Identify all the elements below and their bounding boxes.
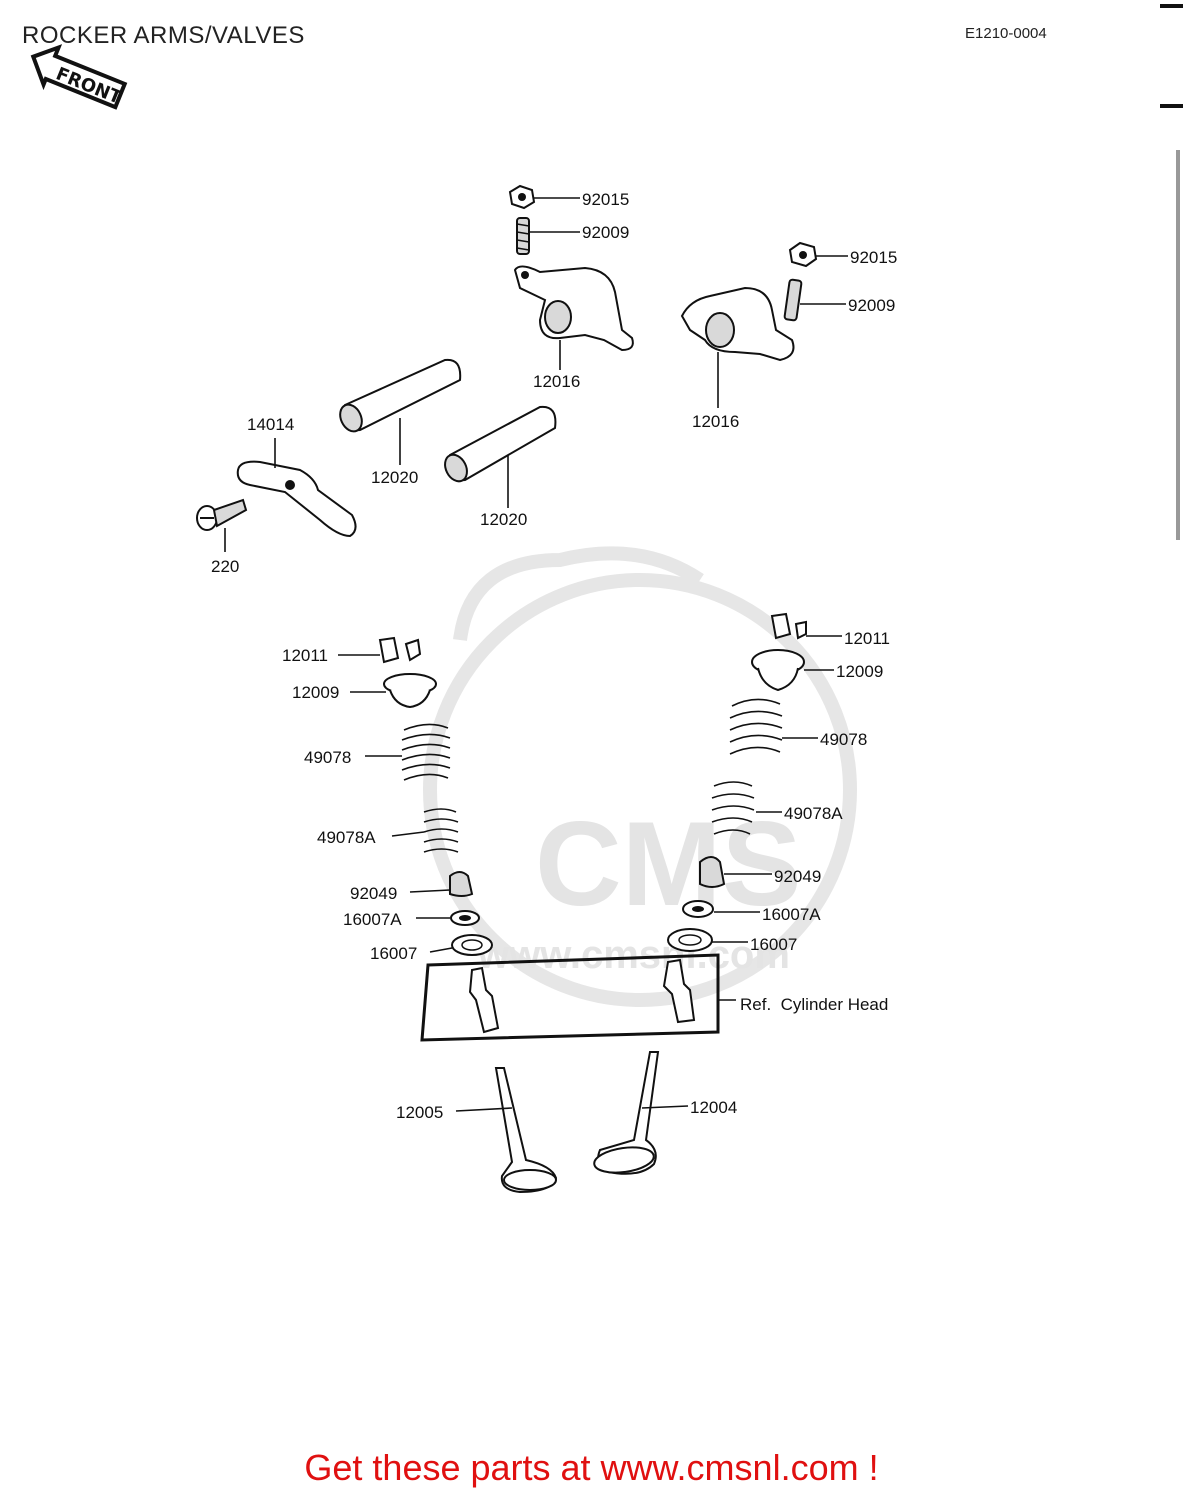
- watermark-url: www.cmsnl.com: [477, 933, 790, 977]
- spring-seat-small-left-icon: [450, 910, 480, 926]
- callout-nut-right: 92015: [850, 248, 897, 267]
- diagram-code: E1210-0004: [965, 25, 1047, 42]
- callout-stud-right: 92009: [848, 296, 895, 315]
- watermark-ring: [423, 573, 857, 1007]
- callout-ref-cylinder-head: Ref. Cylinder Head: [740, 995, 888, 1014]
- edge-marks: [1160, 4, 1183, 540]
- valve-stem-seal-left-icon: [449, 871, 474, 897]
- watermark-helmet: [453, 546, 704, 642]
- exhaust-valve-icon: [494, 1067, 558, 1194]
- spring-seat-small-right-icon: [682, 900, 714, 918]
- footer-promo-link[interactable]: Get these parts at www.cmsnl.com !: [304, 1447, 879, 1488]
- cylinder-head-reference-box: [420, 953, 720, 1042]
- callout-seat-right: 16007: [750, 935, 797, 954]
- nut-upper-icon: [508, 184, 536, 210]
- callout-seat-left: 16007: [370, 944, 417, 963]
- watermark-logo-text: CMS: [535, 797, 802, 931]
- rocker-shaft-upper-icon: [339, 358, 462, 433]
- page-title: ROCKER ARMS/VALVES: [22, 22, 305, 49]
- valve-spring-inner-right-icon: [711, 781, 755, 835]
- callout-rocker-left: 12016: [533, 372, 580, 391]
- callout-spring-outer-left: 49078: [304, 748, 351, 767]
- stud-upper-icon: [516, 217, 530, 255]
- spring-seat-left-icon: [451, 934, 493, 956]
- valve-cotter-right-icon: [770, 612, 807, 640]
- callout-valve-exhaust: 12005: [396, 1103, 443, 1122]
- rocker-arm-right-icon: [680, 286, 795, 362]
- callout-spring-outer-right: 49078: [820, 730, 867, 749]
- callout-spring-inner-right: 49078A: [784, 804, 843, 823]
- callout-shaft-upper: 12020: [371, 468, 418, 487]
- leader-lines: [224, 197, 848, 1112]
- callout-stud-upper: 92009: [582, 223, 629, 242]
- rocker-shaft-lower-icon: [444, 405, 557, 483]
- screw-icon: [196, 498, 248, 531]
- valve-spring-outer-right-icon: [729, 698, 783, 755]
- spring-retainer-left-icon: [383, 673, 437, 709]
- callout-cotter-left: 12011: [282, 646, 328, 665]
- watermark: CMS www.cmsnl.com: [423, 546, 857, 1007]
- callout-seal-right: 92049: [774, 867, 821, 886]
- valve-cotter-left-icon: [378, 636, 422, 664]
- callout-seat-small-right: 16007A: [762, 905, 821, 924]
- rocker-arm-left-icon: [513, 265, 634, 352]
- callout-seal-left: 92049: [350, 884, 397, 903]
- callout-nut-upper: 92015: [582, 190, 629, 209]
- valve-spring-inner-left-icon: [423, 808, 459, 853]
- spring-retainer-right-icon: [751, 649, 805, 692]
- callout-retainer-right: 12009: [836, 662, 883, 681]
- valve-stem-seal-right-icon: [699, 856, 726, 888]
- nut-right-icon: [788, 241, 818, 268]
- callout-cotter-right: 12011: [844, 629, 890, 648]
- stud-right-icon: [783, 278, 803, 322]
- callout-plate: 14014: [247, 415, 294, 434]
- callout-rocker-right: 12016: [692, 412, 739, 431]
- callout-screw: 220: [211, 557, 239, 576]
- callout-shaft-lower: 12020: [480, 510, 527, 529]
- intake-valve-icon: [593, 1051, 660, 1175]
- callout-seat-small-left: 16007A: [343, 910, 402, 929]
- callout-spring-inner-left: 49078A: [317, 828, 376, 847]
- valve-spring-outer-left-icon: [401, 723, 451, 781]
- callout-retainer-left: 12009: [292, 683, 339, 702]
- callout-valve-intake: 12004: [690, 1098, 737, 1117]
- callout-labels: 92015 92009 92015 92009 12016 12016 1401…: [211, 190, 897, 1122]
- retaining-plate-icon: [236, 460, 357, 538]
- front-arrow-icon: FRONT: [30, 44, 128, 110]
- spring-seat-right-icon: [667, 928, 713, 952]
